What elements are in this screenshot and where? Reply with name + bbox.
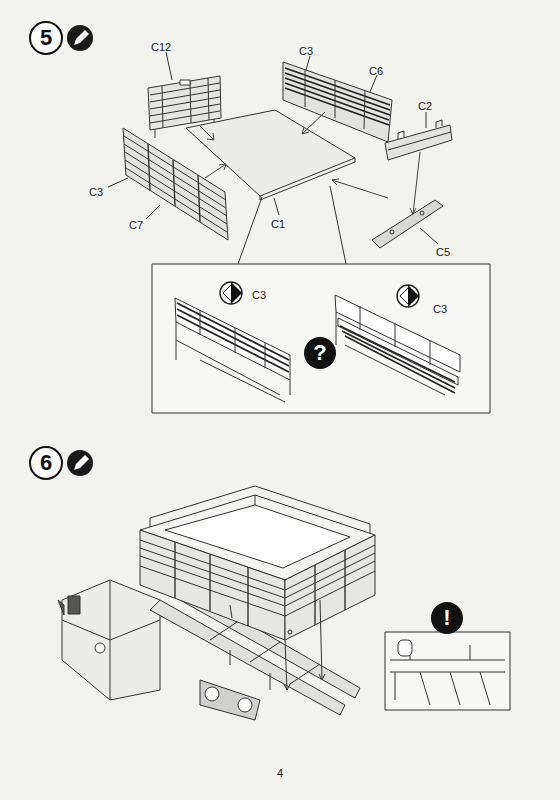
page-number: 4 — [276, 767, 284, 780]
step-number: 6 — [29, 446, 63, 480]
symbol-text: ? — [313, 342, 326, 364]
part-number: C2 — [417, 100, 433, 113]
symbol-text: 6 — [40, 452, 52, 474]
part-number: C3 — [298, 45, 314, 58]
part-number: C12 — [150, 41, 172, 54]
part-number: C3 — [432, 303, 448, 316]
symbol-text: ! — [443, 607, 450, 629]
symbol-text: 5 — [40, 27, 52, 49]
part-number: C5 — [435, 246, 451, 259]
part-number: C6 — [368, 65, 384, 78]
step-number: 5 — [29, 21, 63, 55]
part-number: C3 — [88, 186, 104, 199]
part-number: C1 — [270, 218, 286, 231]
part-number: C3 — [251, 289, 267, 302]
part-number: C7 — [128, 219, 144, 232]
attention-icon: ! — [431, 602, 463, 634]
help-icon: ? — [304, 337, 336, 369]
